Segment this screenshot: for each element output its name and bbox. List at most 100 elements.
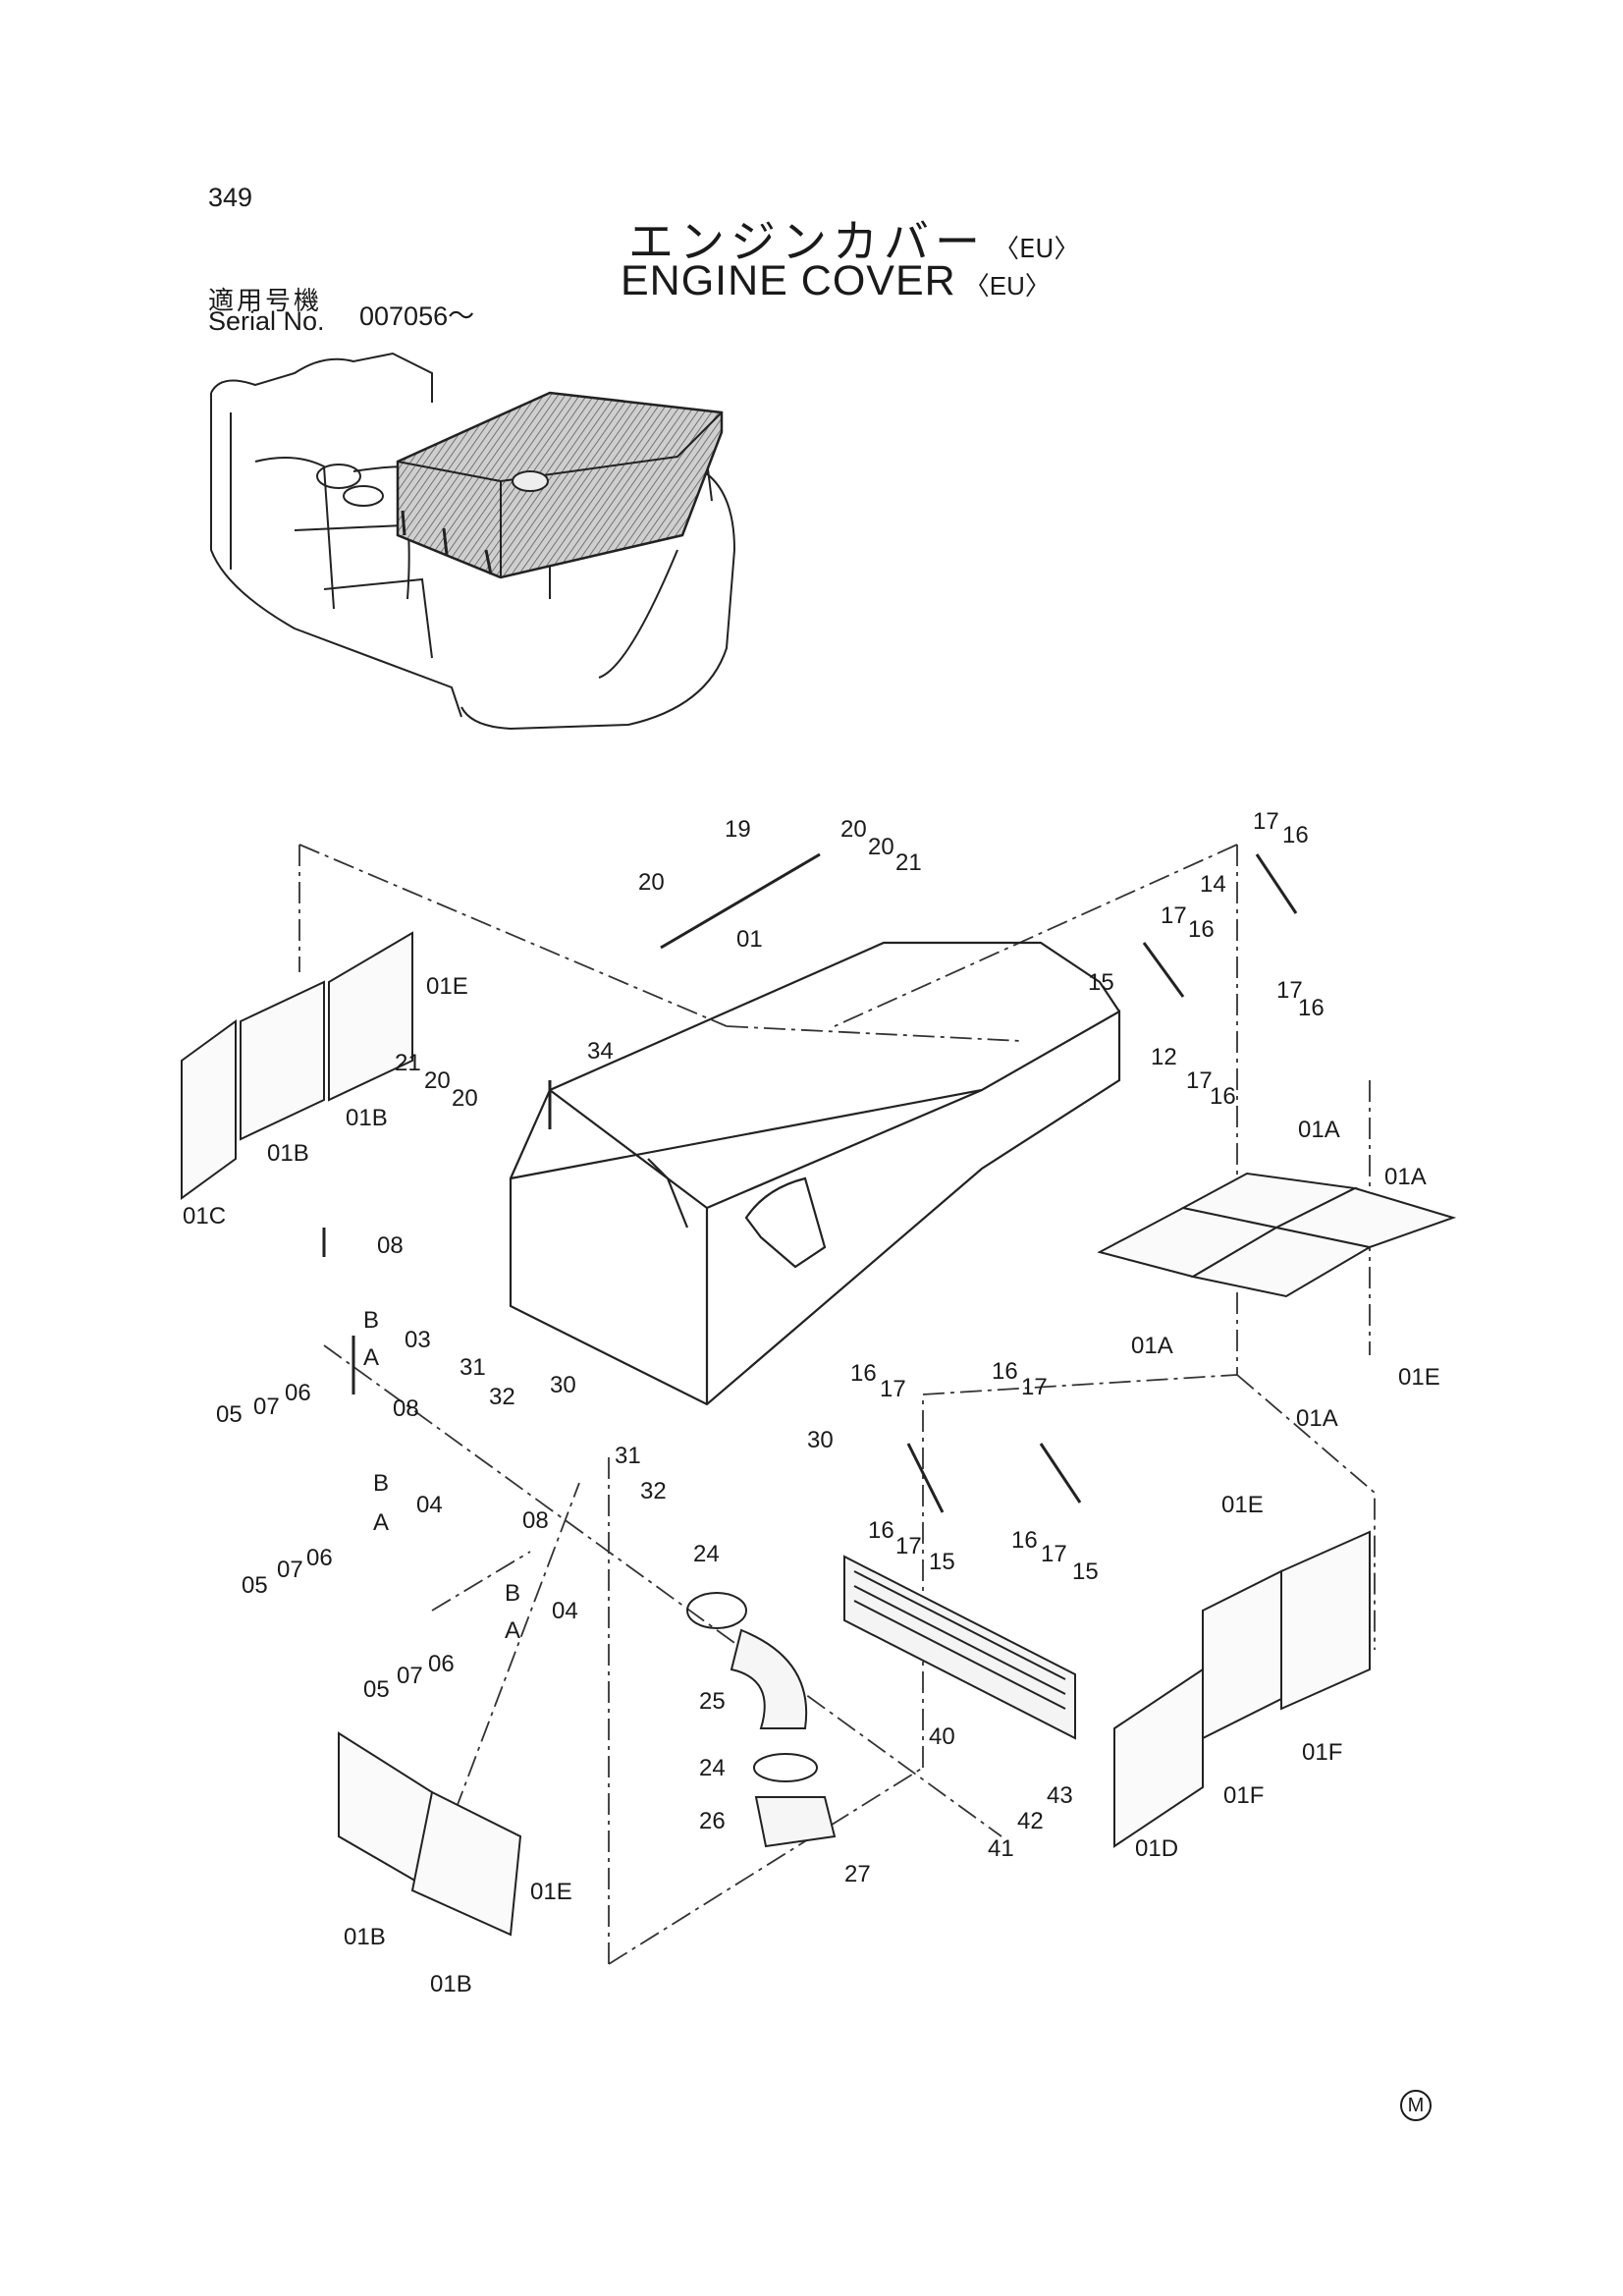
label-17: 17: [1186, 1067, 1213, 1094]
label-15: 15: [929, 1549, 955, 1575]
highlighted-engine-cover-illustration: [396, 391, 724, 579]
label-05: 05: [363, 1676, 390, 1703]
label-06: 06: [306, 1545, 333, 1571]
label-16: 16: [1188, 916, 1215, 943]
label-01B: 01B: [344, 1924, 386, 1950]
label-16: 16: [1210, 1083, 1236, 1110]
label-07: 07: [397, 1663, 423, 1689]
label-05: 05: [242, 1572, 268, 1599]
cooler-part-40: [843, 1555, 1076, 1740]
label-A: A: [363, 1344, 379, 1371]
label-14: 14: [1200, 871, 1226, 898]
label-16: 16: [992, 1358, 1018, 1385]
panel-group-01A: [1097, 1172, 1457, 1298]
label-30: 30: [550, 1372, 576, 1398]
title-english-text: ENGINE COVER: [621, 257, 956, 304]
label-42: 42: [1017, 1808, 1044, 1834]
title-japanese-text: エンジンカバー: [628, 215, 986, 268]
label-15: 15: [1072, 1558, 1099, 1585]
label-01B: 01B: [346, 1105, 388, 1131]
label-32: 32: [640, 1478, 667, 1504]
region-tag-en: 〈EU〉: [963, 271, 1051, 301]
label-31: 31: [460, 1354, 486, 1381]
label-15: 15: [1088, 969, 1114, 996]
label-08: 08: [522, 1507, 549, 1534]
label-16: 16: [850, 1360, 877, 1387]
label-01A: 01A: [1131, 1333, 1173, 1359]
label-19: 19: [725, 816, 751, 843]
serial-number-value: 007056～: [359, 301, 475, 331]
label-01C: 01C: [183, 1203, 226, 1230]
label-20: 20: [868, 834, 894, 860]
title-japanese: エンジンカバー〈EU〉: [628, 206, 1079, 271]
label-17: 17: [1021, 1374, 1048, 1400]
label-31: 31: [615, 1443, 641, 1469]
region-tag-jp: 〈EU〉: [994, 235, 1080, 264]
label-16: 16: [868, 1517, 894, 1544]
label-B: B: [363, 1307, 379, 1334]
label-27: 27: [844, 1861, 871, 1887]
panel-group-01B-lower: [338, 1731, 522, 1937]
label-03: 03: [405, 1327, 431, 1353]
engine-cover-main-body: [509, 941, 1121, 1406]
label-16: 16: [1011, 1527, 1038, 1554]
label-06: 06: [428, 1651, 455, 1677]
label-43: 43: [1047, 1782, 1073, 1809]
label-01F: 01F: [1302, 1739, 1342, 1766]
label-A: A: [373, 1509, 389, 1536]
label-01D: 01D: [1135, 1835, 1178, 1862]
label-17: 17: [1161, 902, 1187, 929]
label-07: 07: [253, 1394, 280, 1420]
label-21: 21: [395, 1050, 421, 1076]
label-A: A: [505, 1617, 520, 1644]
label-16: 16: [1298, 995, 1325, 1021]
label-20: 20: [424, 1067, 451, 1094]
label-16: 16: [1282, 822, 1309, 848]
label-B: B: [505, 1580, 520, 1607]
label-B: B: [373, 1470, 389, 1497]
label-01: 01: [736, 926, 763, 953]
label-17: 17: [880, 1376, 906, 1402]
label-07: 07: [277, 1557, 303, 1583]
label-20: 20: [840, 816, 867, 843]
label-17: 17: [1276, 977, 1303, 1004]
label-21: 21: [895, 849, 922, 876]
title-english: ENGINE COVER〈EU〉: [621, 257, 1051, 305]
label-41: 41: [988, 1835, 1014, 1862]
part-number-labels: 01 19 20 20 20 21 17 16 14 17 16 15 17 1…: [183, 808, 1440, 1997]
label-01A: 01A: [1296, 1405, 1338, 1432]
label-01E: 01E: [1398, 1364, 1440, 1391]
label-04: 04: [552, 1598, 578, 1624]
label-20: 20: [452, 1085, 478, 1112]
label-25: 25: [699, 1688, 726, 1715]
hose-part-25: [686, 1592, 837, 1848]
label-32: 32: [489, 1384, 515, 1410]
label-40: 40: [929, 1723, 955, 1750]
label-30: 30: [807, 1427, 834, 1453]
label-17: 17: [1041, 1541, 1067, 1567]
hardware-parts: [322, 852, 1298, 1513]
label-34: 34: [587, 1038, 614, 1065]
serial-label-japanese: 適用号機: [208, 287, 323, 316]
label-01B: 01B: [430, 1971, 472, 1997]
label-24: 24: [693, 1541, 720, 1567]
exploded-view-boundary: [298, 844, 1376, 1965]
label-08: 08: [377, 1232, 404, 1259]
label-08: 08: [393, 1395, 419, 1422]
manufacturer-mark-icon: M: [1400, 2090, 1432, 2121]
label-01E: 01E: [1221, 1492, 1264, 1518]
page-number: 349: [208, 183, 253, 212]
label-17: 17: [1253, 808, 1279, 835]
label-01B: 01B: [267, 1140, 309, 1167]
panel-group-01D-01F: [1113, 1530, 1371, 1848]
label-04: 04: [416, 1492, 443, 1518]
label-01F: 01F: [1223, 1782, 1264, 1809]
label-20: 20: [638, 869, 665, 896]
label-17: 17: [895, 1533, 922, 1559]
label-01E: 01E: [530, 1879, 572, 1905]
label-01A: 01A: [1298, 1117, 1340, 1143]
label-06: 06: [285, 1380, 311, 1406]
label-24: 24: [699, 1755, 726, 1781]
